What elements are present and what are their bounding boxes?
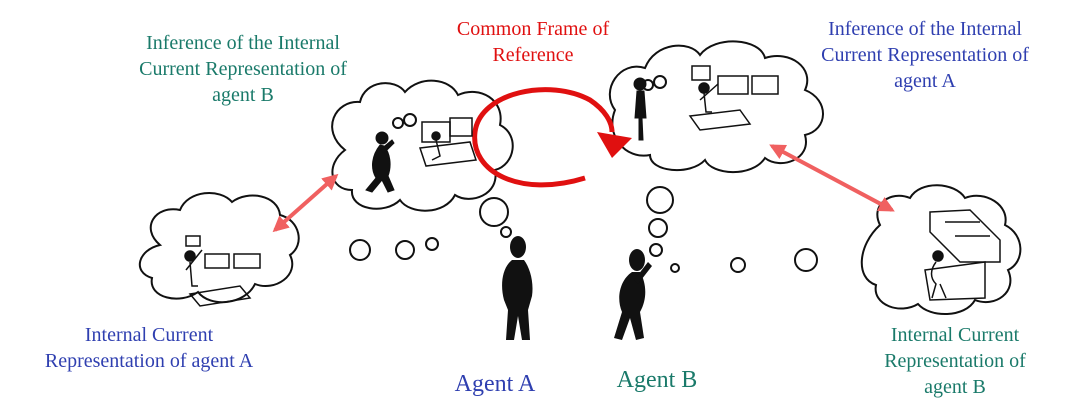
thought-bubble-icon bbox=[479, 197, 509, 227]
label-inference-of-agent-a: Inference of the Internal Current Repres… bbox=[780, 16, 1069, 94]
label-internal-current-representation-a: Internal Current Representation of agent… bbox=[4, 322, 294, 374]
agent-a-figure bbox=[502, 236, 533, 340]
thought-bubble-icon bbox=[653, 75, 667, 89]
thought-bubble-icon bbox=[395, 240, 415, 260]
stick-figure-standing-icon bbox=[633, 77, 647, 141]
thought-bubble-icon bbox=[500, 226, 512, 238]
label-agent-b: Agent B bbox=[616, 367, 698, 393]
label-line: agent A bbox=[894, 70, 956, 92]
thought-bubble-icon bbox=[403, 113, 417, 127]
label-line: Inference of the Internal bbox=[828, 18, 1022, 40]
label-line: Representation of bbox=[884, 350, 1026, 372]
label-line: Internal Current bbox=[890, 324, 1020, 346]
double-headed-arrow-icon bbox=[272, 173, 339, 233]
thought-bubble-icon bbox=[648, 218, 668, 238]
thought-bubble-icon bbox=[649, 243, 663, 257]
stick-figure-thinking-icon bbox=[365, 131, 395, 193]
circular-arrow-icon bbox=[472, 87, 632, 188]
agent-b-figure bbox=[614, 249, 652, 340]
cloud-inference-of-a bbox=[608, 40, 824, 174]
thought-bubble-icon bbox=[349, 239, 371, 261]
label-line: Current Representation of bbox=[821, 44, 1029, 66]
label-line: Internal Current bbox=[84, 324, 214, 346]
label-line: Current Representation of bbox=[139, 58, 347, 80]
double-headed-arrow-icon bbox=[769, 144, 895, 212]
operator-workstation-icon bbox=[418, 117, 478, 167]
label-line: Common Frame of bbox=[456, 18, 610, 40]
label-line: agent B bbox=[212, 84, 274, 106]
label-line: Inference of the Internal bbox=[146, 32, 340, 54]
cloud-internal-b bbox=[860, 184, 1022, 316]
label-line: agent B bbox=[924, 376, 986, 398]
operator-workstation-icon bbox=[924, 209, 1001, 301]
thought-bubble-icon bbox=[646, 186, 674, 214]
label-line: Representation of agent A bbox=[44, 350, 254, 372]
thought-bubble-icon bbox=[670, 263, 680, 273]
label-internal-current-representation-b: Internal Current Representation of agent… bbox=[845, 322, 1065, 400]
label-agent-a: Agent A bbox=[454, 371, 536, 397]
thought-bubble-icon bbox=[392, 117, 404, 129]
thought-bubble-icon bbox=[794, 248, 818, 272]
cloud-internal-a bbox=[138, 191, 300, 304]
operator-workstation-icon bbox=[184, 235, 261, 307]
thought-bubble-icon bbox=[425, 237, 439, 251]
label-common-frame-of-reference: Common Frame of Reference bbox=[418, 16, 648, 68]
thought-bubble-trail bbox=[349, 75, 818, 273]
thought-bubble-icon bbox=[730, 257, 746, 273]
label-line: Reference bbox=[492, 44, 574, 66]
operator-workstation-icon bbox=[688, 65, 779, 131]
label-inference-of-agent-b: Inference of the Internal Current Repres… bbox=[98, 30, 388, 108]
